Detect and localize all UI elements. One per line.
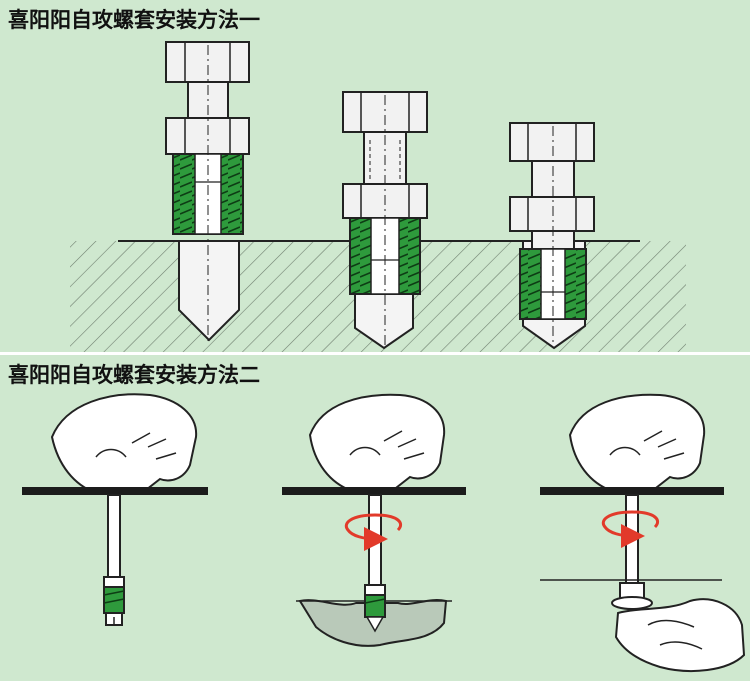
method2-panel: 喜阳阳自攻螺套安装方法二 xyxy=(0,355,750,681)
step2-hand-tool xyxy=(282,393,466,647)
method2-title: 喜阳阳自攻螺套安装方法二 xyxy=(8,363,260,387)
step1-assembly xyxy=(165,41,250,345)
step3-assembly xyxy=(509,122,595,350)
method2-diagram xyxy=(22,393,746,672)
step1-hand-tool xyxy=(22,393,208,626)
step3-hand-tool xyxy=(540,393,746,672)
method1-diagram xyxy=(70,41,686,352)
step2-assembly xyxy=(342,91,428,350)
method1-panel: 喜阳阳自攻螺套安装方法一 xyxy=(0,0,750,352)
method1-title: 喜阳阳自攻螺套安装方法一 xyxy=(8,8,260,32)
